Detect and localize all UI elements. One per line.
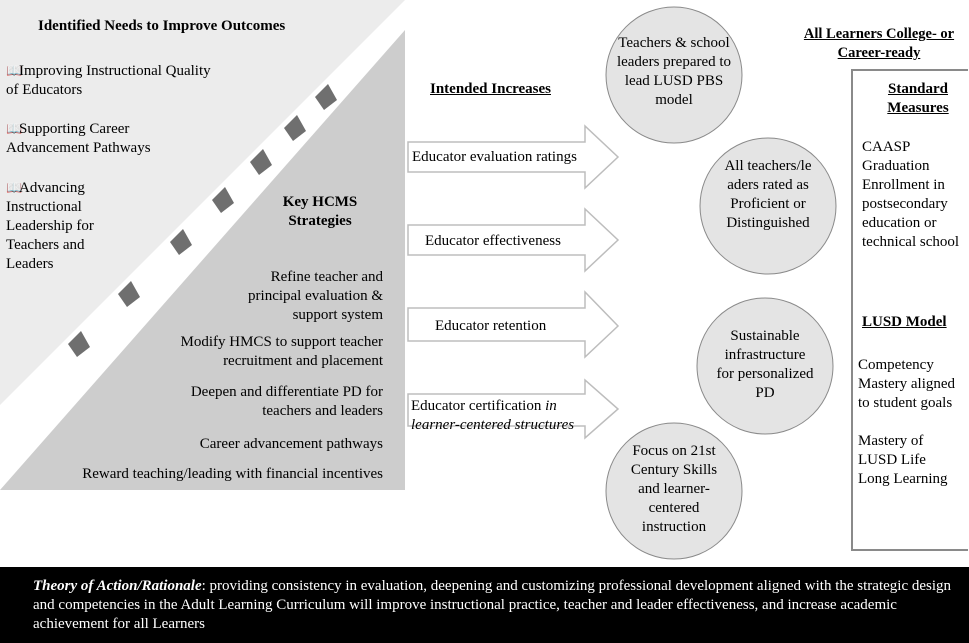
increase-arrow [407,124,620,190]
increase-arrow [407,207,620,273]
need-item: 📖Supporting Career Advancement Pathways [6,121,151,156]
diagonal-diamond [212,187,234,213]
strategies-title: Key HCMS Strategies [282,194,358,229]
diagonal-diamond [68,331,90,357]
needs-triangle [0,0,405,405]
book-icon: 📖 [6,181,23,196]
diagonal-diamond [118,281,140,307]
measures-bracket [851,69,968,551]
model-item: Mastery of LUSD Life Long Learning [858,433,948,487]
standard-measures-title: Standard Measures [887,81,949,116]
strategy-item: Deepen and differentiate PD for teachers… [190,384,383,419]
need-item: 📖Advancing Instructional Leadership for … [6,180,94,272]
outcome-circle-2 [699,137,837,275]
measure-item: Enrollment in postsecondary education or… [862,177,960,250]
book-icon: 📖 [6,64,23,79]
diagonal-diamond [170,229,192,255]
strategy-item: Refine teacher and principal evaluation … [248,269,383,323]
increase-label: Educator evaluation ratings [412,149,577,165]
increase-arrow [407,290,620,359]
measure-item: CAASP [862,139,911,155]
circle-text: All teachers/leaders rated as Proficient… [724,158,812,231]
strategy-item: Reward teaching/leading with financial i… [82,466,383,482]
increases-title: Intended Increases [430,81,551,97]
increase-label: Educator certification in learner-center… [411,398,575,433]
strategy-item: Career advancement pathways [199,436,383,452]
increase-label: Educator retention [435,318,547,334]
increase-label: Educator effectiveness [425,233,561,249]
circle-text: Teachers & school leaders prepared to le… [616,35,732,108]
measure-item: Graduation [862,158,930,174]
rationale-box: Theory of Action/Rationale: providing co… [0,567,969,643]
strategies-triangle [0,30,405,490]
outcome-title: All Learners College- or Career-ready [803,26,955,61]
diagonal-diamond [250,149,272,175]
need-item: 📖Improving Instructional Quality of Educ… [6,63,211,98]
lusd-model-title: LUSD Model [862,314,947,330]
increase-arrow [407,378,620,440]
book-icon: 📖 [6,122,23,137]
outcome-circle-4 [605,422,743,560]
outcome-circle-1 [605,6,743,144]
model-item: Competency Mastery aligned to student go… [858,357,956,411]
strategy-item: Modify HMCS to support teacher recruitme… [180,334,383,369]
needs-title: Identified Needs to Improve Outcomes [38,18,286,34]
diagonal-diamond [284,115,306,141]
circle-text: Focus on 21st Century Skills and learner… [630,443,718,535]
diagonal-diamond [315,84,337,110]
outcome-circle-3 [696,297,834,435]
circle-text: Sustainable infrastructure for personali… [716,328,814,401]
